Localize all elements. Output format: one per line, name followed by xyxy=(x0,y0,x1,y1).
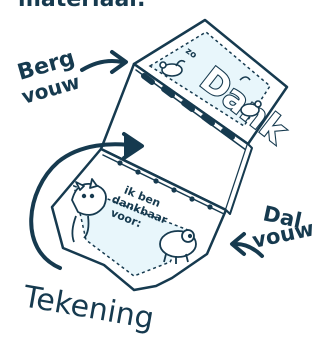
berg-vouw-label: Berg vouw xyxy=(15,46,83,109)
top-label: materiaal: xyxy=(18,0,146,12)
cat-doodle xyxy=(72,184,106,215)
dal-label-line2: vouw xyxy=(250,216,316,252)
dal-vouw-label: Dal vouw xyxy=(250,201,316,252)
